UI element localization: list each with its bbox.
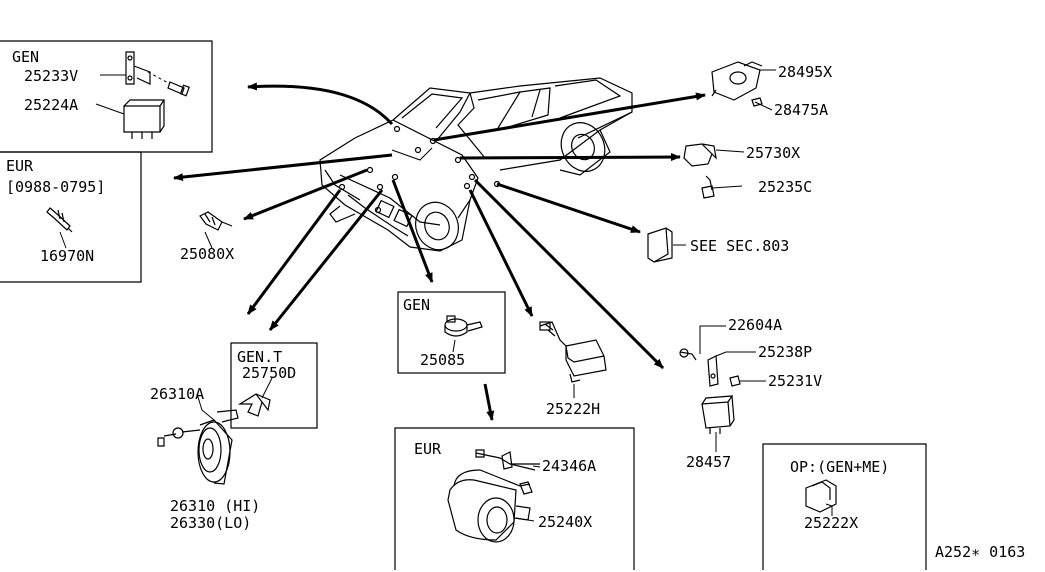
gen-center-box xyxy=(397,291,506,374)
switch-25240x-drawing xyxy=(447,469,533,543)
part-25235c: 25235C xyxy=(758,178,812,196)
leader-lines xyxy=(59,69,833,522)
op-gen-me-label: OP:(GEN+ME) xyxy=(790,458,889,476)
horn-26310-drawing xyxy=(157,409,239,485)
see-sec-803: SEE SEC.803 xyxy=(690,237,789,255)
part-25238p: 25238P xyxy=(758,343,812,361)
eur-left-range: [0988-0795] xyxy=(6,178,105,196)
arrow-to-28495x xyxy=(433,92,706,142)
arrow-to-25222h xyxy=(468,189,534,317)
part-25085: 25085 xyxy=(420,351,465,369)
switch-25085-drawing xyxy=(444,315,483,337)
part-26310a: 26310A xyxy=(150,385,204,403)
part-16970n: 16970N xyxy=(40,247,94,265)
gen-center-label: GEN xyxy=(403,296,430,314)
part-25750d: 25750D xyxy=(242,364,296,382)
switch-25080x-drawing xyxy=(199,211,233,231)
part-22604a: 22604A xyxy=(728,316,782,334)
relay-25222x-drawing xyxy=(805,479,837,513)
op-box xyxy=(762,443,927,570)
part-28495x: 28495X xyxy=(778,63,832,81)
part-25222x: 25222X xyxy=(804,514,858,532)
arrow-to-eur-bottom xyxy=(483,383,495,421)
part-26330: 26330(LO) xyxy=(170,514,251,532)
gen-t-box xyxy=(230,342,318,429)
bracket-25750d-drawing xyxy=(237,393,271,417)
eur-left-label: EUR xyxy=(6,157,34,175)
arrow-to-eur-left xyxy=(173,153,393,182)
part-25222h: 25222H xyxy=(546,400,600,418)
part-28475a: 28475A xyxy=(774,101,828,119)
part-25730x: 25730X xyxy=(746,144,800,162)
eur-left-box xyxy=(0,151,142,283)
part-26310: 26310 (HI) xyxy=(170,497,260,515)
arrow-to-25085 xyxy=(391,179,434,283)
relay-25224a-drawing xyxy=(123,99,166,139)
part-25224a: 25224A xyxy=(24,96,78,114)
gen-top-label: GEN xyxy=(12,48,39,66)
part-28457: 28457 xyxy=(686,453,731,471)
relay-25730x-drawing xyxy=(683,143,717,199)
arrow-to-see-sec xyxy=(496,182,641,234)
switch-28495x-drawing xyxy=(711,61,763,107)
diagram-reference: A252∗ 0163 xyxy=(935,543,1025,561)
part-25080x: 25080X xyxy=(180,245,234,263)
eur-bottom-box xyxy=(394,427,635,570)
plug-16970n-drawing xyxy=(46,207,73,233)
part-25231v: 25231V xyxy=(768,372,822,390)
unit-sec803-drawing xyxy=(647,227,673,263)
harness-24346a-drawing xyxy=(475,449,540,471)
arrow-to-28457 xyxy=(473,178,665,370)
arrow-to-gen-t xyxy=(268,189,384,331)
relay-28457-drawing xyxy=(701,395,735,434)
part-25240x: 25240X xyxy=(538,513,592,531)
bracket-25238p-drawing xyxy=(679,348,741,387)
part-25233v: 25233V xyxy=(24,67,78,85)
eur-bottom-label: EUR xyxy=(414,440,442,458)
arrow-to-gen-top xyxy=(247,82,394,126)
bracket-25233v-drawing xyxy=(125,51,190,97)
relay-25222h-drawing xyxy=(539,321,607,383)
part-24346a: 24346A xyxy=(542,457,596,475)
arrow-to-26310a xyxy=(246,189,342,315)
arrow-to-25730x xyxy=(459,153,681,162)
pointer-arrows xyxy=(173,82,706,421)
gen-t-label: GEN.T xyxy=(237,348,282,366)
arrow-to-25080x xyxy=(243,168,368,221)
